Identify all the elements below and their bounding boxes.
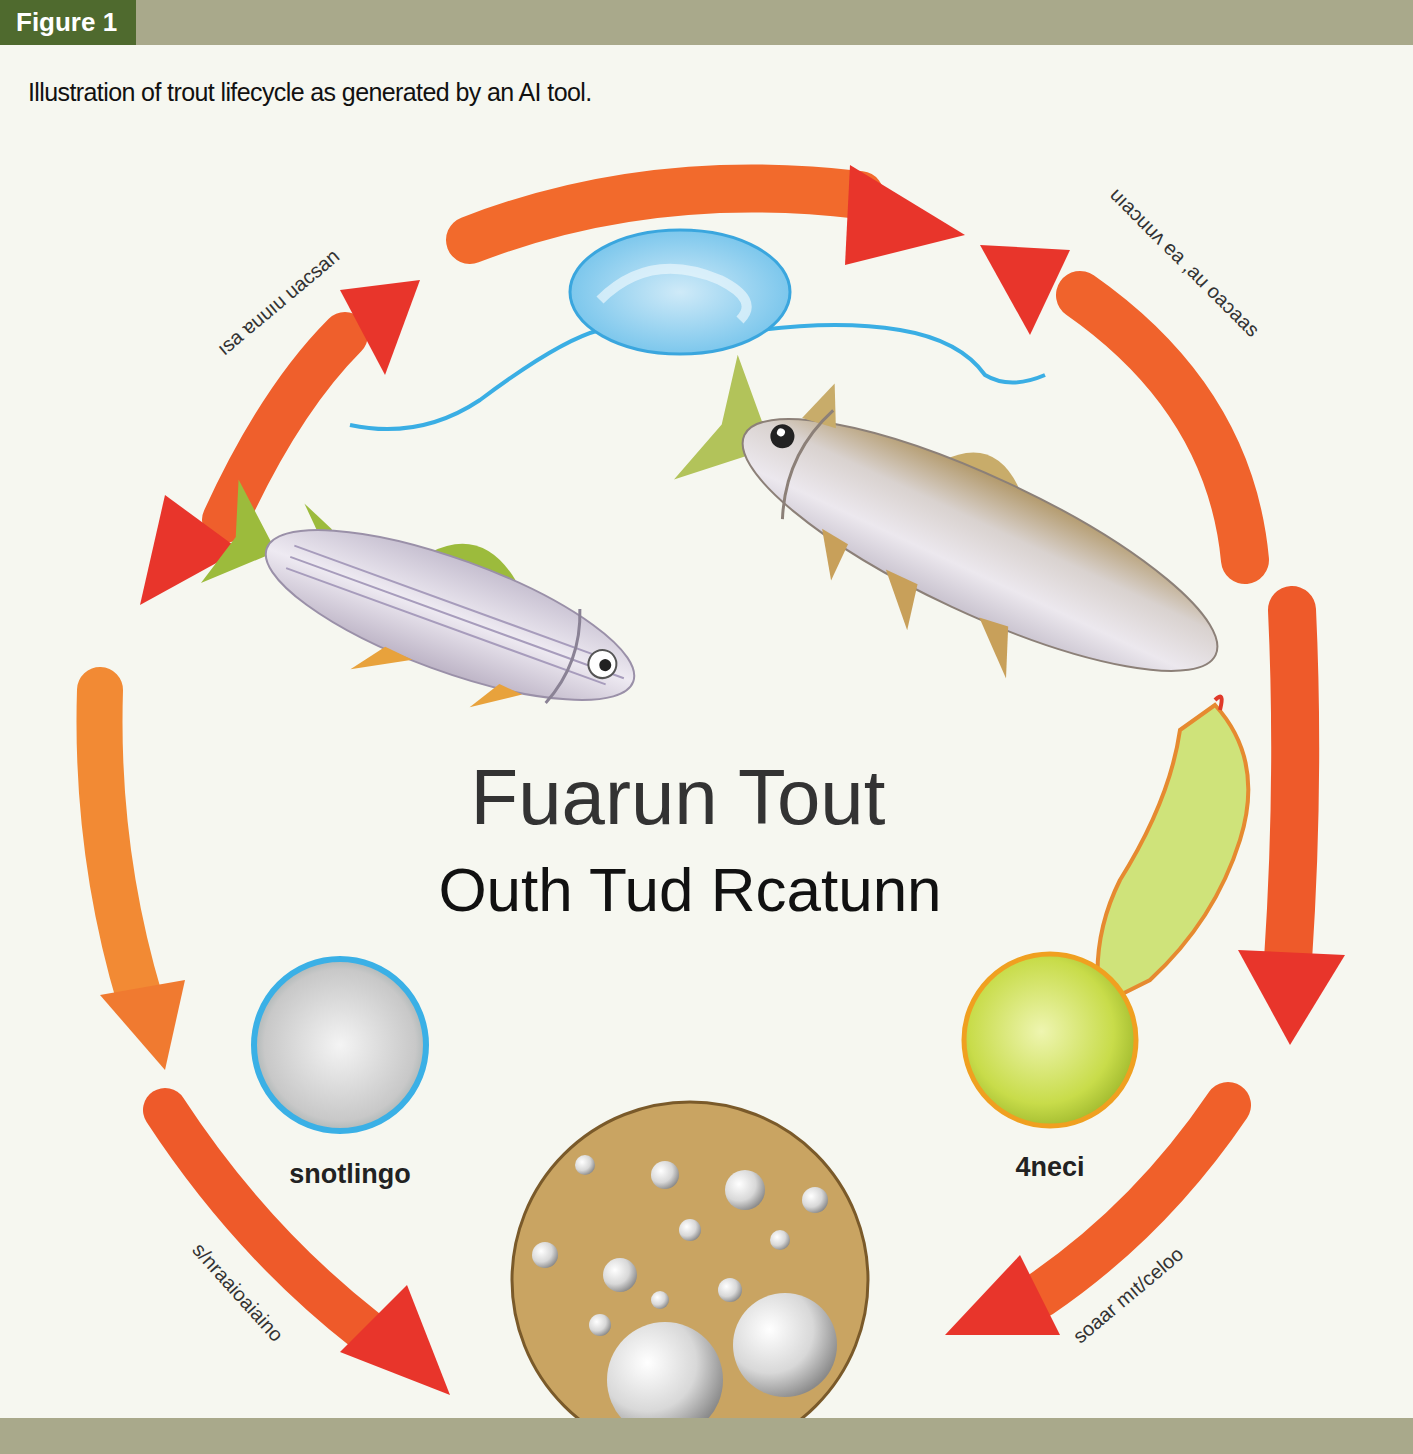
stage-label: snotlingo <box>289 1160 410 1190</box>
stage-label: 4neci <box>1015 1153 1084 1183</box>
figure-tab-label: Figure 1 <box>16 8 117 37</box>
diagram-title: Fuarun Tout <box>471 755 886 841</box>
figure-caption: Illustration of trout lifecycle as gener… <box>28 79 592 107</box>
diagram-subtitle: Outh Tud Rcatunn <box>438 856 941 924</box>
